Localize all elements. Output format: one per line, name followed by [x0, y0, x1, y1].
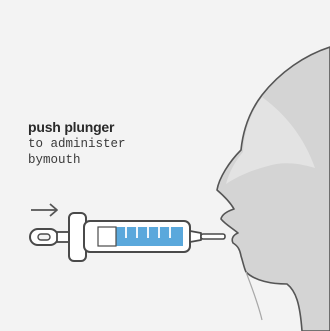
- caption-title: push plunger: [28, 119, 198, 136]
- oral-syringe-icon: [30, 213, 225, 261]
- plunger-stopper: [98, 227, 116, 246]
- syringe-tip: [190, 231, 201, 242]
- instruction-caption: push plunger to administer bymouth: [28, 119, 198, 168]
- head-profile-icon: [217, 47, 330, 331]
- head-silhouette: [217, 47, 330, 331]
- syringe-nozzle: [201, 234, 225, 239]
- caption-line-3: bymouth: [28, 152, 198, 168]
- caption-line-2: to administer: [28, 136, 198, 152]
- right-arrow-icon: [31, 204, 57, 216]
